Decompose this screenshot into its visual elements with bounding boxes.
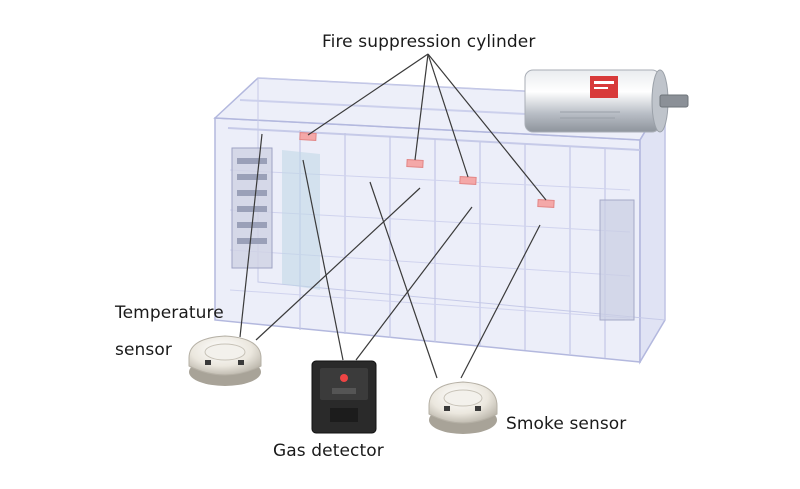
smoke-sensor-image (428, 381, 498, 434)
temperature-sensor-image (188, 335, 262, 386)
container-illustration (213, 77, 667, 365)
fire-suppression-cylinder-image (524, 69, 689, 133)
leader-lines (239, 53, 547, 379)
gas-detector-image (311, 360, 377, 434)
temperature-sensor-label-line2: sensor (115, 340, 172, 360)
smoke-sensor-label: Smoke sensor (506, 414, 627, 434)
fire-suppression-cylinder-label: Fire suppression cylinder (322, 32, 536, 52)
gas-detector-label: Gas detector (273, 441, 384, 461)
temperature-sensor-label-line1: Temperature (115, 303, 224, 323)
